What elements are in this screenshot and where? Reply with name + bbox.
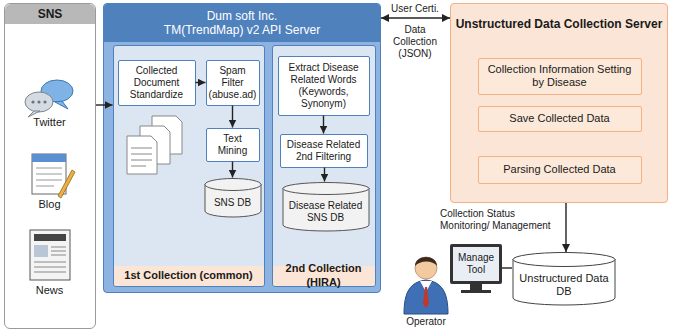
panel-heading: Dum soft Inc.: [207, 9, 278, 23]
text-area: Collection Information Setting by Diseas…: [479, 59, 641, 94]
node-label: Collection Information Setting by Diseas…: [482, 63, 638, 89]
text-area: Disease Related SNS DB: [284, 194, 368, 230]
edge-label: User Certi.: [383, 3, 447, 15]
connector-arrow: [232, 162, 233, 178]
panel-heading: 2nd Collection (HIRA): [273, 262, 375, 288]
node-label: Extract Disease Related Words (Keywords,…: [282, 62, 366, 110]
collection-stage: 2nd Collection (HIRA) Extract Disease Rel…: [272, 45, 376, 287]
node-label: Save Collected Data: [509, 112, 609, 125]
monitor-screen: Manage Tool: [450, 244, 502, 284]
text-area: Twitter: [12, 116, 88, 129]
edge-label: Collection Status Monitoring/ Management: [440, 208, 562, 232]
node-label: Disease Related 2nd Filtering: [284, 139, 364, 163]
text-area: Parsing Collected Data: [479, 157, 641, 183]
connector-arrow: [96, 104, 113, 105]
node-label: Unstructured Data DB: [514, 272, 614, 298]
database: Unstructured Data DB: [512, 252, 616, 306]
panel-heading: SNS: [38, 7, 63, 21]
process-box: Disease Related 2nd Filtering: [280, 134, 368, 168]
text-area: Blog: [12, 198, 88, 211]
text-area: Extract Disease Related Words (Keywords,…: [279, 57, 369, 115]
database: Disease Related SNS DB: [282, 182, 370, 232]
twitter-icon: [25, 80, 73, 117]
panel-heading: TM(TrendMap) v2 API Server: [164, 23, 320, 37]
text-area: Unstructured Data DB: [514, 266, 614, 304]
text-area: Save Collected Data: [479, 107, 641, 131]
process-box: Spam Filter (abuse.ad): [206, 60, 260, 106]
node-label: Spam Filter (abuse.ad): [209, 65, 257, 101]
blog-icon: [32, 154, 75, 198]
actor-label: Operator: [398, 316, 454, 328]
node-label: Disease Related SNS DB: [284, 200, 368, 224]
connector-arrow: [381, 17, 450, 18]
database-top: [513, 253, 615, 267]
text-area: Spam Filter (abuse.ad): [207, 61, 259, 105]
operator-figure: [404, 257, 448, 314]
process-box: Extract Disease Related Words (Keywords,…: [278, 56, 370, 116]
function-box: Save Collected Data: [478, 106, 642, 132]
flow-note: Data Collection (JSON): [382, 24, 448, 60]
node-label: Blog: [38, 198, 60, 211]
text-area: Disease Related 2nd Filtering: [281, 135, 367, 167]
node-label: SNS DB: [214, 197, 251, 209]
node-label: News: [36, 284, 64, 297]
database-top: [283, 182, 369, 194]
node-label: Parsing Collected Data: [503, 163, 616, 176]
connector-arrow: [565, 203, 566, 252]
panel-heading: Unstructured Data Collection Server: [456, 17, 663, 31]
collection-server-panel: Unstructured Data Collection ServerColle…: [450, 3, 668, 203]
database: SNS DB: [204, 178, 262, 218]
text-area: Text Mining: [207, 129, 259, 161]
function-box: Collection Information Setting by Diseas…: [478, 58, 642, 95]
node-label: Text Mining: [210, 133, 256, 157]
header-band: 2nd Collection (HIRA): [273, 266, 375, 286]
connector-arrow: [324, 168, 325, 182]
monitor-stand: [461, 284, 491, 293]
process-box: Text Mining: [206, 128, 260, 162]
node-label: Manage Tool: [454, 252, 498, 276]
node-label: Twitter: [33, 116, 65, 129]
connector-arrow: [232, 106, 233, 128]
header-band: 1st Collection (common): [114, 266, 264, 286]
panel-heading: 1st Collection (common): [124, 269, 252, 282]
database-top: [205, 178, 261, 190]
connector-arrow: [196, 82, 206, 83]
text-area: News: [12, 284, 88, 297]
text-area: SNS DB: [206, 190, 260, 216]
header-band: SNS: [5, 4, 95, 24]
news-icon: [30, 230, 70, 280]
text-area: Manage Tool: [453, 247, 499, 281]
connector-arrow: [323, 116, 324, 134]
connector-arrow: [502, 267, 512, 268]
header-band: Unstructured Data Collection Server: [451, 4, 667, 44]
node-label: Collected Document Standardize: [122, 65, 192, 101]
text-area: Collected Document Standardize: [119, 61, 195, 105]
process-box: Collected Document Standardize: [118, 60, 196, 106]
function-box: Parsing Collected Data: [478, 156, 642, 184]
document-stack: [127, 116, 182, 174]
header-band: Dum soft Inc.TM(TrendMap) v2 API Server: [104, 4, 380, 42]
